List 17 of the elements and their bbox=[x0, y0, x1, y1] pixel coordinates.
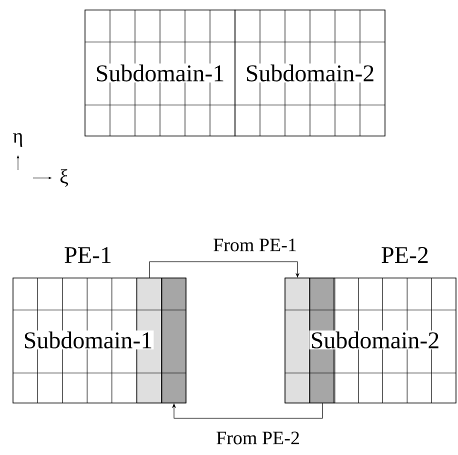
shaded-cell-column bbox=[284, 278, 310, 404]
subdomain-label: Subdomain-1 bbox=[22, 330, 154, 350]
block-heading: PE-2 bbox=[382, 247, 428, 263]
edge-label: From PE-2 bbox=[215, 430, 301, 446]
subdomain-label: Subdomain-1 bbox=[94, 64, 226, 82]
edge-label: From PE-1 bbox=[212, 238, 298, 252]
grid-block bbox=[84, 10, 236, 136]
connector-arrow bbox=[149, 262, 300, 278]
axis-label: η bbox=[13, 133, 22, 147]
connector-arrow bbox=[172, 402, 323, 418]
shaded-cell-column bbox=[162, 278, 186, 404]
block-heading: PE-1 bbox=[64, 247, 111, 263]
subdomain-label: Subdomain-2 bbox=[309, 330, 441, 350]
grid-block bbox=[12, 278, 186, 404]
axis-label: ξ bbox=[60, 169, 68, 187]
subdomain-label: Subdomain-2 bbox=[244, 64, 376, 82]
grid-block bbox=[234, 10, 386, 136]
